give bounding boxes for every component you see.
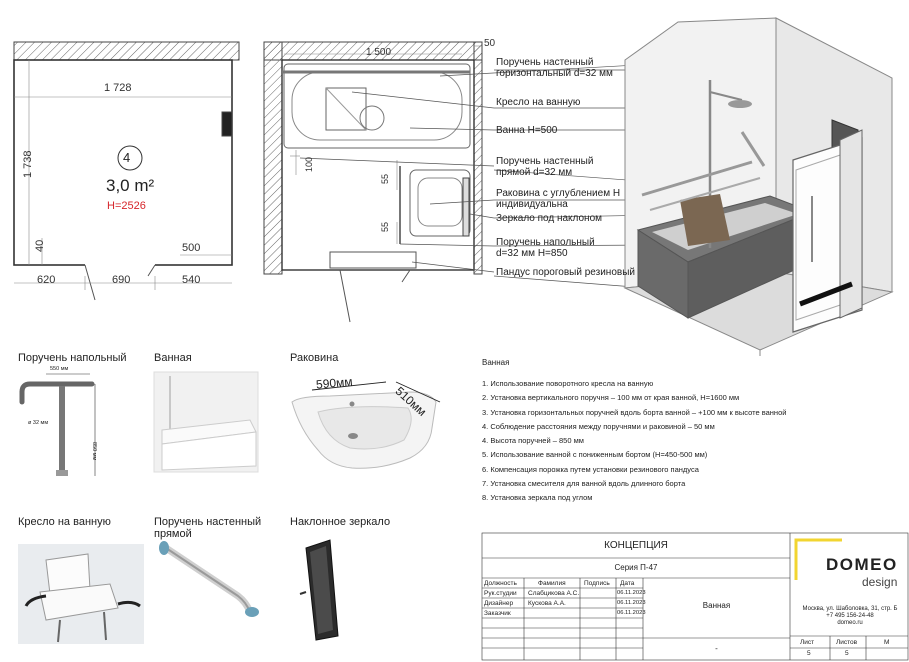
- company-site: domeo.ru: [837, 620, 863, 626]
- notes-title: Ванная: [482, 358, 510, 367]
- room-height-dim: 1 738: [22, 150, 34, 178]
- note-item: 4. Высота поручней – 850 мм: [482, 436, 584, 446]
- bottom-dim-3: 540: [182, 274, 201, 286]
- chair-photo: [18, 544, 144, 644]
- project-title: КОНЦЕПЦИЯ: [604, 540, 668, 551]
- callout-floor-rail: Поручень напольный d=32 мм H=850: [496, 237, 595, 259]
- floor-rail-image: [19, 373, 96, 476]
- callout-horizontal-rail: Поручень настенный горизонтальный d=32 м…: [496, 57, 613, 79]
- project-series: Серия П-47: [614, 563, 658, 572]
- tb-sheet-value: 5: [807, 650, 811, 657]
- tb-header-position: Должность: [484, 580, 517, 587]
- tb-row3-position: Заказчик: [484, 610, 511, 617]
- callout-bath-chair: Кресло на ванную: [496, 97, 581, 108]
- tb-header-date: Дата: [620, 580, 635, 587]
- dim-55-upper: 55: [380, 173, 390, 184]
- tb-scale-label: М: [884, 639, 890, 646]
- company-address: Москва, ул. Шаболовка, 31, стр. Б: [802, 606, 898, 612]
- tb-row2-name: Кускова А.А.: [528, 600, 566, 607]
- note-item: 3. Установка горизонтальных поручней вдо…: [482, 407, 787, 417]
- sheet-dash: -: [715, 644, 718, 653]
- dim-100: 100: [304, 156, 314, 172]
- tb-sheets-value: 5: [845, 650, 849, 657]
- callout-straight-rail: Поручень настенный прямой d=32 мм: [496, 156, 594, 178]
- caption-chair: Кресло на ванную: [18, 516, 111, 528]
- room-number: 4: [123, 150, 131, 165]
- note-item: 1. Использование поворотного кресла на в…: [482, 379, 654, 388]
- brand-name: DOMEO: [826, 555, 898, 574]
- note-item: 7. Установка смесителя для ванной вдоль …: [482, 479, 686, 489]
- dim-1500: 1 500: [366, 47, 392, 58]
- callout-sink: Раковина с углублением Н индивидуальна: [496, 188, 621, 210]
- sink-image: [291, 381, 441, 469]
- ceiling-height: H=2526: [107, 200, 146, 212]
- note-item: 4. Соблюдение расстояния между поручнями…: [482, 421, 715, 431]
- caption-sink: Раковина: [290, 352, 339, 364]
- tb-sheets-label: Листов: [836, 639, 858, 646]
- caption-floor-rail: Поручень напольный: [18, 352, 127, 364]
- room-width-dim: 1 728: [104, 82, 132, 94]
- note-item: 8. Установка зеркала под углом: [482, 493, 593, 503]
- caption-mirror: Наклонное зеркало: [290, 516, 391, 528]
- floor-rail-dim-h: 850 мм: [91, 442, 97, 461]
- brand-logo-frame: [794, 538, 842, 580]
- brand-subtitle: design: [862, 575, 898, 589]
- caption-wall-rail: Поручень настенный прямой: [154, 516, 262, 540]
- dim-55-lower: 55: [380, 221, 390, 232]
- note-item: 2. Установка вертикального поручня – 100…: [482, 393, 740, 403]
- layout-plan: [263, 41, 483, 323]
- callout-ramp: Пандус пороговый резиновый: [496, 267, 635, 278]
- room-area: 3,0 m²: [106, 176, 155, 195]
- dim-50: 50: [484, 38, 496, 49]
- tb-sheet-label: Лист: [800, 639, 815, 646]
- bottom-dim-2: 690: [112, 274, 131, 286]
- tb-row2-date: 06.11.2023: [617, 600, 646, 606]
- tb-row1-date: 06.11.2023: [617, 590, 646, 596]
- tb-header-name: Фамилия: [538, 580, 566, 587]
- note-item: 5. Использование ванной с пониженным бор…: [482, 450, 708, 460]
- callout-mirror: Зеркало под наклоном: [496, 213, 603, 224]
- title-block-lines: [481, 532, 909, 661]
- top-wall-hatch: [13, 41, 240, 61]
- tb-row1-name: Слабцикова А.С.: [528, 590, 580, 597]
- note-item: 6. Компенсация порожка путем установки р…: [482, 464, 699, 474]
- tb-header-signature: Подпись: [584, 580, 610, 587]
- dim-500: 500: [182, 242, 201, 254]
- bathroom-3d-render: [623, 17, 894, 356]
- notes-list: 1. Использование поворотного кресла на в…: [482, 377, 786, 506]
- caption-bath: Ванная: [154, 352, 192, 364]
- tb-row2-position: Дизайнер: [484, 600, 514, 607]
- room-plan: [13, 41, 240, 301]
- wall-rail-photo: [159, 541, 259, 617]
- sheet-name: Ванная: [702, 601, 731, 610]
- callout-bath: Ванна H=500: [496, 125, 558, 136]
- window-mark: [221, 111, 233, 137]
- company-contacts: Москва, ул. Шаболовка, 31, стр. Б +7 495…: [792, 606, 908, 627]
- bath-photo: [153, 371, 259, 473]
- company-phone: +7 495 156-24-48: [826, 613, 874, 619]
- floor-rail-dim-top: 550 мм: [50, 366, 69, 372]
- tb-row1-position: Рук.студии: [484, 590, 517, 597]
- floor-rail-dim-d: ø 32 мм: [28, 420, 49, 426]
- bottom-dim-1: 620: [37, 274, 56, 286]
- mirror-photo: [299, 539, 339, 641]
- tb-row3-date: 06.11.2023: [617, 610, 646, 616]
- dim-40: 40: [34, 239, 46, 252]
